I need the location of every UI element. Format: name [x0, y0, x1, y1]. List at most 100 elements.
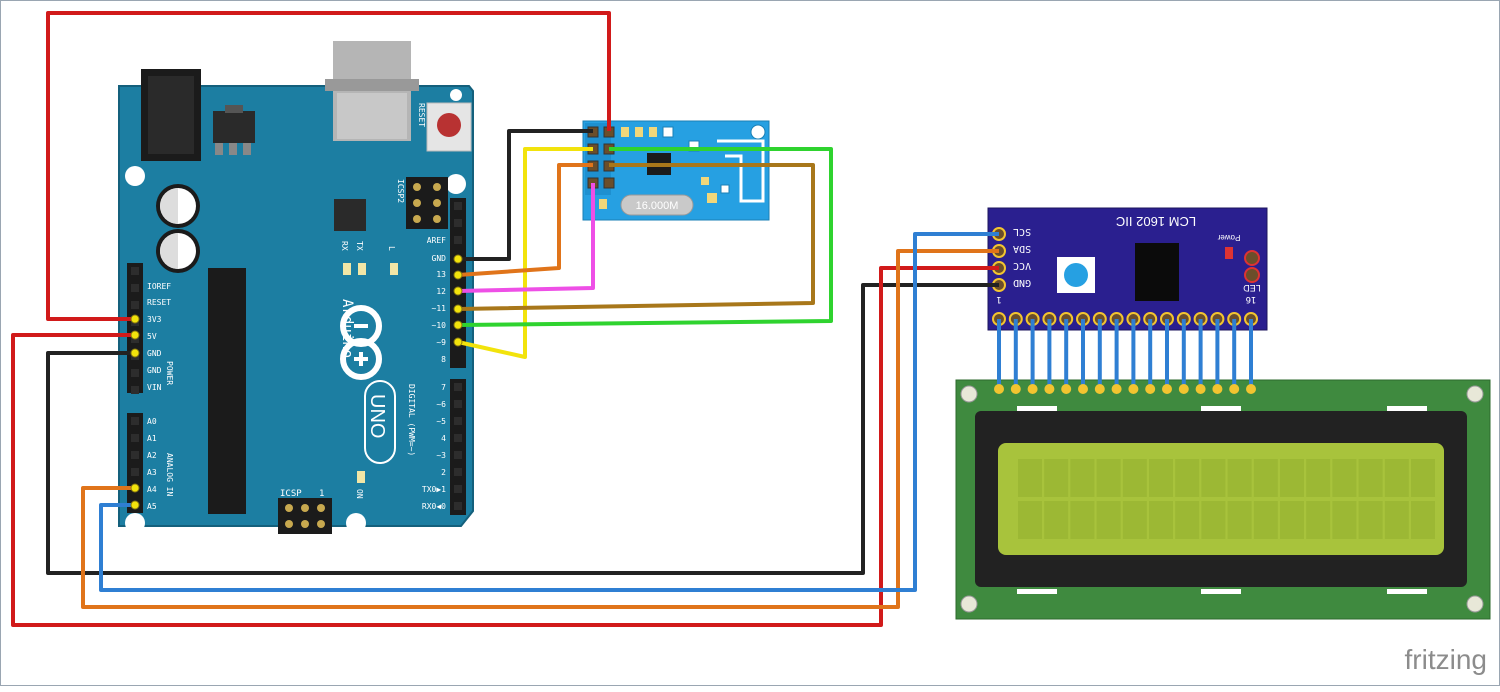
power-header [127, 263, 143, 393]
lcd-header-pins [994, 319, 1256, 394]
pin-gnd2-label: GND [147, 366, 162, 375]
lcd-pin [1078, 384, 1088, 394]
icsp-header [278, 498, 332, 534]
icsp-pin-one-label: 1 [319, 489, 324, 499]
lcd-backpack-title: LCM 1602 IIC [1116, 214, 1196, 229]
power-led [1225, 247, 1233, 259]
rx-label: RX [340, 241, 349, 251]
lcd-char-cell [1253, 459, 1278, 497]
lcd-pin [1229, 384, 1240, 394]
pin-13-label: 13 [436, 270, 446, 279]
pin-5-label: ~5 [436, 417, 446, 426]
pin-10-label: ~10 [432, 321, 447, 330]
pin-gnd-digital-label: GND [432, 254, 447, 263]
lcd-pin-gnd-label: GND [1013, 277, 1031, 288]
pin-3v3-label: 3V3 [147, 315, 162, 324]
crystal-label: 16.000M [636, 200, 679, 212]
lcd-char-cell [1384, 459, 1409, 497]
pin-4-label: 4 [441, 434, 446, 443]
wire-nrf-mosi-11 [457, 163, 815, 311]
lcd-pin-scl-label: SCL [1013, 226, 1031, 237]
pin-a4-label: A4 [147, 485, 157, 494]
lcd-pin [1010, 384, 1021, 394]
pin-5v-label: 5V [147, 332, 157, 341]
lcd-char-cell [1411, 459, 1435, 497]
power-led-label: Power [1217, 233, 1240, 242]
lcd-pin [1111, 384, 1122, 394]
analog-header [127, 413, 143, 513]
lcd-pin [1246, 384, 1256, 394]
pin-tx1-label: TX0▶1 [422, 485, 446, 494]
lcd-char-cell [1175, 501, 1200, 539]
digital-header-bottom [450, 379, 466, 515]
nrf24l01-module: 16.000M [582, 120, 770, 221]
reset-label: RESET [417, 103, 426, 127]
lcd-char-cell [1122, 501, 1147, 539]
arduino-model-label: UNO [366, 394, 388, 438]
lcd-char-cell [1018, 459, 1042, 497]
connection-points [130, 254, 463, 510]
icsp2-label: ICSP2 [396, 179, 405, 203]
on-label: ON [355, 489, 364, 499]
lcd-char-cell [1070, 459, 1095, 497]
lcd-char-cell [1096, 459, 1121, 497]
pin-8-label: 8 [441, 355, 446, 364]
lcd-char-cell [1332, 501, 1357, 539]
pin-vin-label: VIN [147, 383, 162, 392]
pin-first-label: 1 [996, 294, 1001, 304]
pin-2-label: 2 [441, 468, 446, 477]
lcd-char-cell [1411, 501, 1435, 539]
lcd-char-cell [1227, 459, 1252, 497]
voltage-regulator [213, 111, 255, 143]
lcd-char-cell [1358, 501, 1383, 539]
pin-12-label: 12 [436, 287, 446, 296]
pin-gnd-label: GND [147, 349, 162, 358]
lcd-char-cell [1332, 459, 1357, 497]
pin-7-label: 7 [441, 383, 446, 392]
lcd-pin [1027, 384, 1038, 394]
lcd-char-cell [1201, 501, 1226, 539]
lcd-pin [1212, 384, 1223, 394]
wire-nrf-vcc-3v3 [46, 11, 611, 321]
lcd-pin [1061, 384, 1072, 394]
lcd-char-cell [1358, 459, 1383, 497]
pin-a0-label: A0 [147, 417, 157, 426]
icsp2-header [406, 177, 448, 229]
pin-last-label: 16 [1246, 294, 1257, 304]
lcd-char-cell [1201, 459, 1226, 497]
wire-lcd-scl-a5 [99, 232, 999, 592]
lcd-char-cell [1018, 501, 1042, 539]
lcd-char-cell [1096, 501, 1121, 539]
lcd-char-cell [1149, 501, 1173, 539]
pin-rx0-label: RX0◀0 [422, 502, 446, 511]
lcd-char-cell [1306, 459, 1331, 497]
analog-label: ANALOG IN [165, 453, 174, 497]
wire-nrf-gnd [458, 129, 593, 261]
power-label: POWER [165, 361, 174, 385]
lcd-char-cell [1253, 501, 1278, 539]
pin-a1-label: A1 [147, 434, 157, 443]
lcd-pin [1128, 384, 1139, 394]
lcd-pin [1195, 384, 1206, 394]
lcd-char-cell [1227, 501, 1252, 539]
pin-ioref-label: IOREF [147, 282, 171, 291]
lcd-char-cell [1149, 459, 1173, 497]
lcd-char-cell [1280, 459, 1304, 497]
pin-aref-label: AREF [427, 236, 446, 245]
atmega-chip [208, 268, 246, 514]
lcd-pin-vcc-label: VCC [1013, 260, 1031, 271]
pin-6-label: ~6 [436, 400, 446, 409]
arduino-uno-board: RESET ICSP2 RX TX L Arduino UNO [118, 41, 474, 534]
crystal-oscillator [620, 194, 694, 216]
lcd-pin [1178, 384, 1189, 394]
fritzing-watermark: fritzing [1405, 644, 1487, 675]
lcd-char-cell [1122, 459, 1147, 497]
lcd-char-cell [1280, 501, 1304, 539]
pin-11-label: ~11 [432, 304, 447, 313]
pin-3-label: ~3 [436, 451, 446, 460]
icsp-label: ICSP [280, 489, 302, 499]
tx-label: TX [355, 241, 364, 251]
lcd-i2c-backpack: LCM 1602 IIC Power LED SCL SDA VCC GND 1… [987, 207, 1268, 331]
reset-button[interactable] [426, 102, 472, 152]
